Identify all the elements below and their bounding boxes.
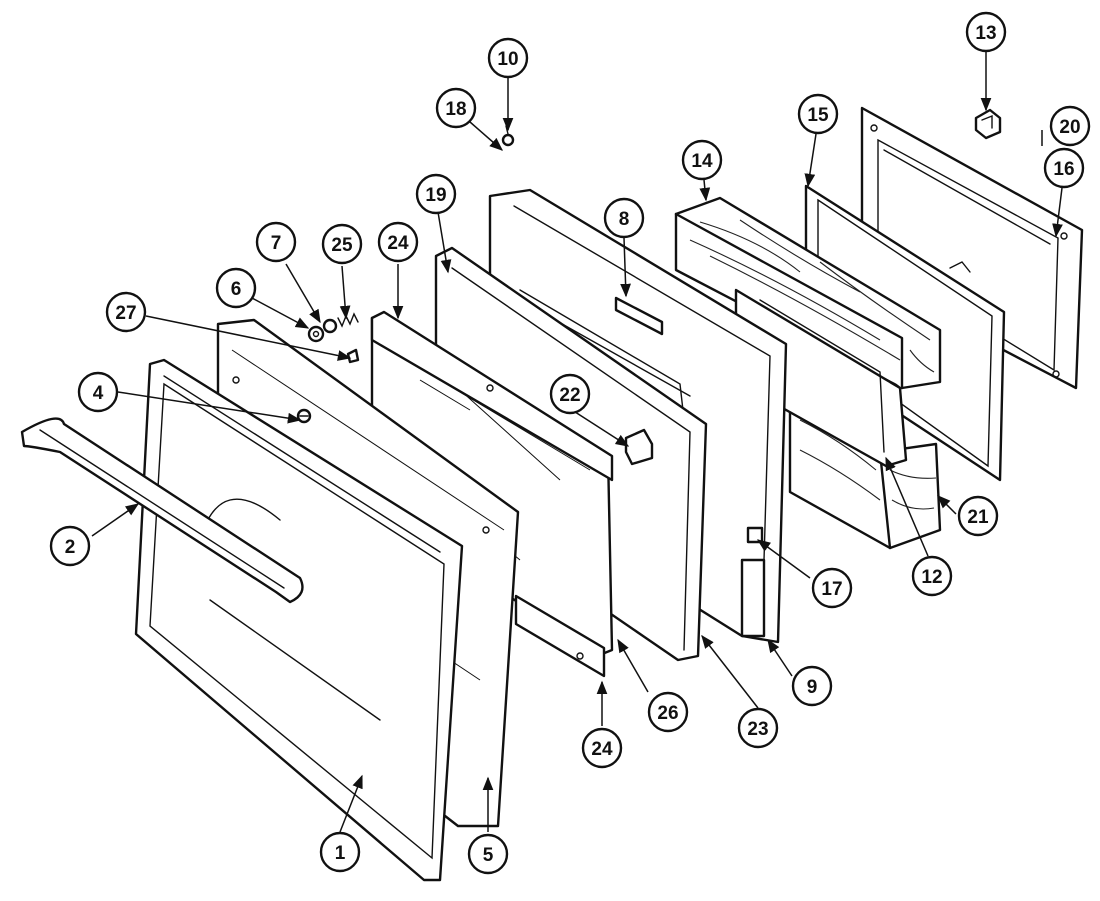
svg-text:7: 7 xyxy=(271,233,282,254)
svg-text:9: 9 xyxy=(807,677,818,698)
callout-23: 23 xyxy=(737,707,779,749)
svg-text:6: 6 xyxy=(231,279,242,300)
callout-26: 26 xyxy=(647,691,689,733)
svg-text:13: 13 xyxy=(975,23,996,44)
door-handle xyxy=(20,417,304,604)
svg-text:18: 18 xyxy=(445,99,466,120)
svg-text:27: 27 xyxy=(115,303,136,324)
callout-14: 14 xyxy=(681,139,723,181)
svg-text:8: 8 xyxy=(619,209,630,230)
callout-27: 27 xyxy=(105,291,147,333)
svg-text:10: 10 xyxy=(497,49,518,70)
svg-text:4: 4 xyxy=(93,383,104,404)
leader-lines xyxy=(91,52,1063,833)
callout-2: 2 xyxy=(49,525,91,567)
callout-22: 22 xyxy=(549,373,591,415)
callout-17: 17 xyxy=(811,567,853,609)
callout-12: 12 xyxy=(911,555,953,597)
spring xyxy=(337,312,359,328)
svg-text:20: 20 xyxy=(1059,117,1080,138)
callout-8: 8 xyxy=(603,197,645,239)
callout-6: 6 xyxy=(215,267,257,309)
svg-text:19: 19 xyxy=(425,185,446,206)
callout-10: 10 xyxy=(487,37,529,79)
callout-24-top: 24 xyxy=(377,221,419,263)
callout-9: 9 xyxy=(791,665,833,707)
inner-door-liner xyxy=(860,106,1084,390)
svg-text:21: 21 xyxy=(967,507,989,528)
callout-19: 19 xyxy=(415,173,457,215)
hinge-bracket xyxy=(624,428,654,466)
svg-text:1: 1 xyxy=(335,843,346,864)
callout-1: 1 xyxy=(319,831,361,873)
callout-25: 25 xyxy=(321,223,363,265)
svg-text:25: 25 xyxy=(331,235,353,256)
outer-door-panel xyxy=(134,358,464,882)
svg-text:24: 24 xyxy=(387,233,409,254)
callout-20: 20 xyxy=(1049,105,1091,147)
svg-text:16: 16 xyxy=(1053,159,1074,180)
callout-4: 4 xyxy=(77,371,119,413)
callout-5: 5 xyxy=(467,833,509,875)
nut xyxy=(322,318,338,334)
svg-text:22: 22 xyxy=(559,385,580,406)
svg-text:5: 5 xyxy=(483,845,494,866)
svg-text:15: 15 xyxy=(807,105,829,126)
svg-text:2: 2 xyxy=(65,537,76,558)
callout-7: 7 xyxy=(255,221,297,263)
glass-retainer-top xyxy=(370,310,614,482)
handle-bracket xyxy=(614,296,664,336)
svg-text:24: 24 xyxy=(591,739,613,760)
svg-text:12: 12 xyxy=(921,567,942,588)
callout-21: 21 xyxy=(957,495,999,537)
clip-part xyxy=(974,108,1002,140)
callout-24-bottom: 24 xyxy=(581,727,623,769)
callout-13: 13 xyxy=(965,11,1007,53)
callout-18: 18 xyxy=(435,87,477,129)
glass-retainer-bottom xyxy=(514,594,606,678)
svg-text:14: 14 xyxy=(691,151,713,172)
callout-15: 15 xyxy=(797,93,839,135)
retainer-clip xyxy=(346,348,360,364)
callout-16: 16 xyxy=(1043,147,1085,189)
svg-text:17: 17 xyxy=(821,579,842,600)
svg-text:26: 26 xyxy=(657,703,678,724)
svg-text:23: 23 xyxy=(747,719,768,740)
insulation-top xyxy=(674,196,942,390)
washer xyxy=(307,325,325,343)
